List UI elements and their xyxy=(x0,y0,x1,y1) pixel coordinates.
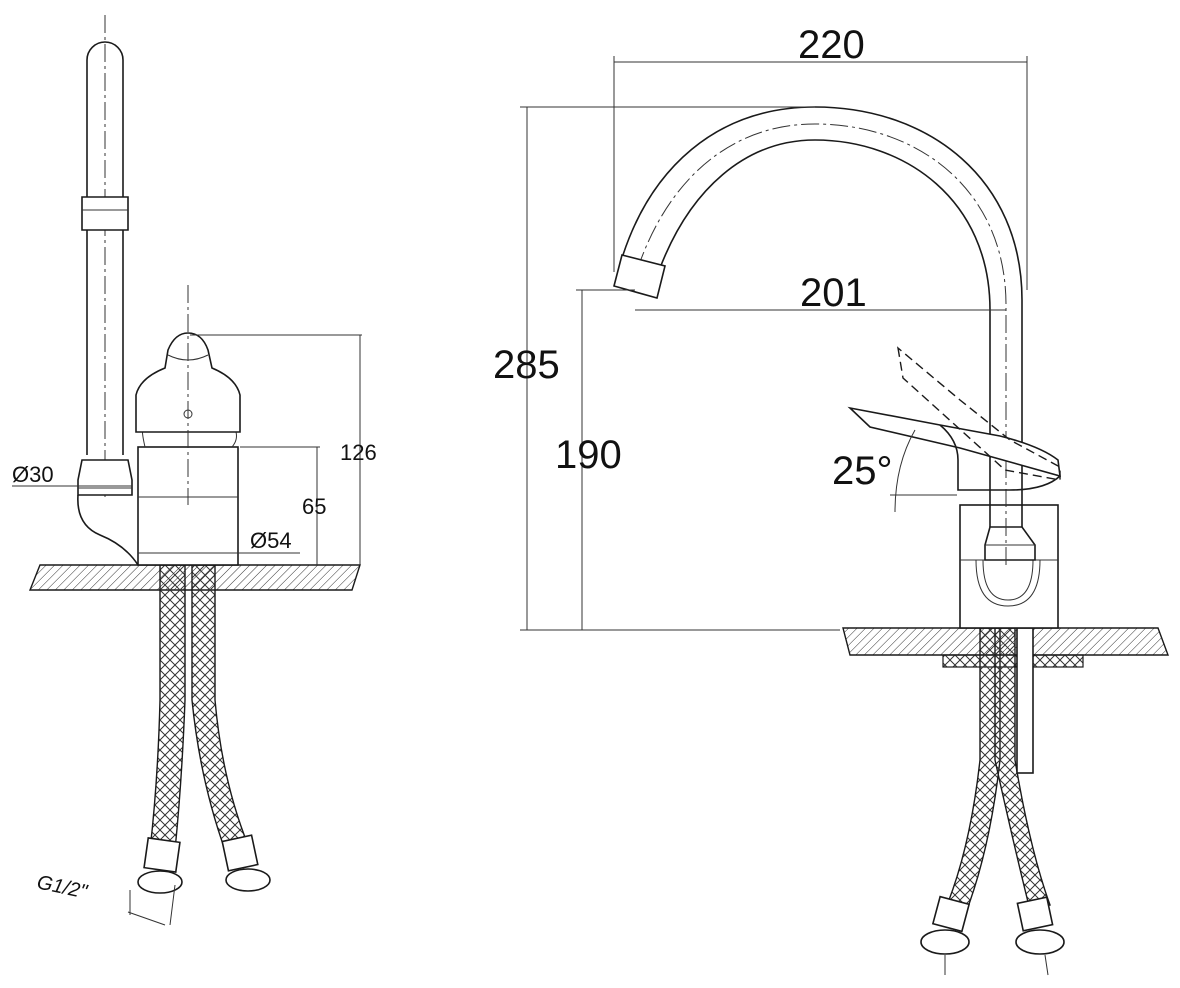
body-front xyxy=(959,504,1059,629)
body-side xyxy=(135,285,241,566)
dim-height-126: 126 xyxy=(340,440,377,465)
side-view: 126 65 Ø54 Ø30 G1/2" xyxy=(12,15,377,926)
side-dimensions: 126 65 Ø54 Ø30 G1/2" xyxy=(12,334,377,904)
dim-height-65: 65 xyxy=(302,494,326,519)
hoses-right xyxy=(920,627,1065,976)
lever-angle-25: 25° xyxy=(832,449,893,493)
dim-diameter-30: Ø30 xyxy=(12,462,54,487)
lever: 25° xyxy=(832,346,1061,513)
dim-diameter-54: Ø54 xyxy=(250,528,292,553)
thread-label: G1/2" xyxy=(35,871,90,903)
dim-height-190: 190 xyxy=(555,433,622,477)
dim-reach-201: 201 xyxy=(800,271,867,315)
front-view: 25° 220 201 285 190 xyxy=(493,23,1170,976)
dim-height-285: 285 xyxy=(493,343,560,387)
dim-reach-220: 220 xyxy=(798,23,865,67)
spout-side xyxy=(77,15,139,566)
spout-front xyxy=(613,106,1023,565)
front-dimensions: 220 201 285 190 xyxy=(493,23,1028,631)
hoses-left xyxy=(127,564,271,926)
